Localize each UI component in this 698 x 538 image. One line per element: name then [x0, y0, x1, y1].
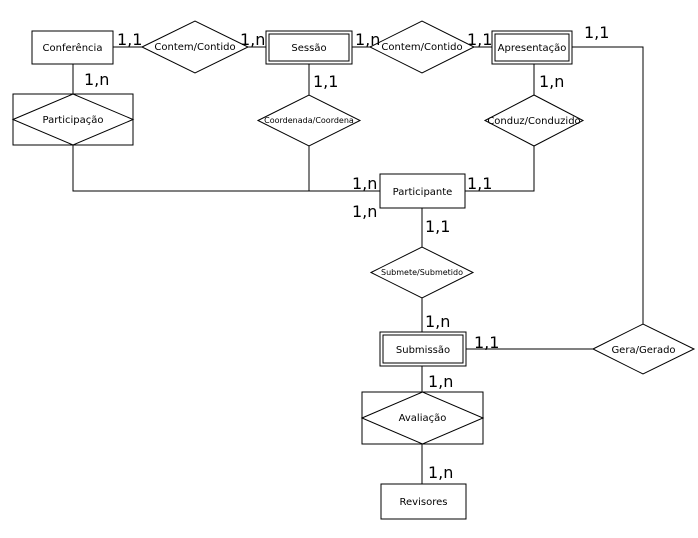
cardinality-participante-submete: 1,1	[425, 217, 450, 236]
relationship-gera-gerado[interactable]: Gera/Gerado	[591, 323, 696, 375]
cardinality-contem-apresentacao: 1,1	[467, 30, 492, 49]
cardinality-apresentacao-gera: 1,1	[584, 23, 609, 42]
relationship-contem-contido-2[interactable]: Contem/Contido	[368, 20, 476, 74]
edge-participacao-participante	[72, 145, 380, 192]
edge-conduz-participante	[465, 146, 535, 192]
entity-participante[interactable]: Participante	[379, 173, 466, 209]
entity-apresentacao[interactable]: Apresentação	[491, 30, 573, 65]
associative-participacao-label: Participação	[42, 115, 103, 126]
entity-revisores[interactable]: Revisores	[380, 483, 467, 520]
entity-sessao-label: Sessão	[291, 43, 326, 54]
relationship-conduz-conduzido-label: Conduz/Conduzido	[487, 116, 580, 127]
entity-apresentacao-label: Apresentação	[498, 43, 567, 54]
relationship-coordenada-coordena[interactable]: Coordenada/Coordena	[256, 94, 362, 147]
cardinality-apresentacao-conduz: 1,n	[539, 72, 564, 91]
relationship-submete-submetido-label: Submete/Submetido	[381, 268, 463, 277]
cardinality-conferencia-participacao: 1,n	[84, 70, 109, 89]
entity-conferencia[interactable]: Conferência	[31, 30, 114, 65]
entity-conferencia-label: Conferência	[43, 42, 103, 54]
entity-submissao[interactable]: Submissão	[379, 331, 467, 367]
cardinality-sessao-contem: 1,n	[355, 30, 380, 49]
cardinality-sessao-coordenada: 1,1	[313, 72, 338, 91]
edge-apresentacao-gera	[572, 46, 644, 324]
cardinality-contem-sessao: 1,n	[240, 30, 265, 49]
connectors	[72, 46, 644, 484]
entity-participante-label: Participante	[393, 187, 453, 198]
relationship-coordenada-coordena-label: Coordenada/Coordena	[264, 116, 354, 125]
cardinalities: 1,1 1,n 1,n 1,1 1,1 1,n 1,1 1,n 1,n 1,n …	[84, 23, 609, 482]
entity-sessao[interactable]: Sessão	[265, 30, 353, 65]
cardinality-participante-left-top: 1,n	[352, 174, 377, 193]
entity-submissao-label: Submissão	[396, 345, 450, 356]
cardinality-participante-left-bottom: 1,n	[352, 202, 377, 221]
relationship-contem-contido-2-label: Contem/Contido	[381, 42, 462, 53]
cardinality-submete-submissao: 1,n	[425, 312, 450, 331]
entity-revisores-label: Revisores	[400, 497, 448, 508]
relationship-contem-contido-1-label: Contem/Contido	[154, 42, 235, 53]
associative-participacao[interactable]: Participação	[11, 93, 135, 146]
cardinality-submissao-avaliacao: 1,n	[428, 372, 453, 391]
relationship-contem-contido-1[interactable]: Contem/Contido	[140, 20, 250, 74]
associative-avaliacao[interactable]: Avaliação	[360, 391, 485, 445]
relationship-submete-submetido[interactable]: Submete/Submetido	[369, 246, 475, 299]
cardinality-participante-right: 1,1	[467, 174, 492, 193]
relationship-gera-gerado-label: Gera/Gerado	[611, 345, 675, 356]
cardinality-submissao-gera: 1,1	[474, 333, 499, 352]
cardinality-conf-contem: 1,1	[117, 30, 142, 49]
cardinality-avaliacao-revisores: 1,n	[428, 463, 453, 482]
associative-avaliacao-label: Avaliação	[399, 413, 447, 424]
relationship-conduz-conduzido[interactable]: Conduz/Conduzido	[483, 94, 585, 147]
